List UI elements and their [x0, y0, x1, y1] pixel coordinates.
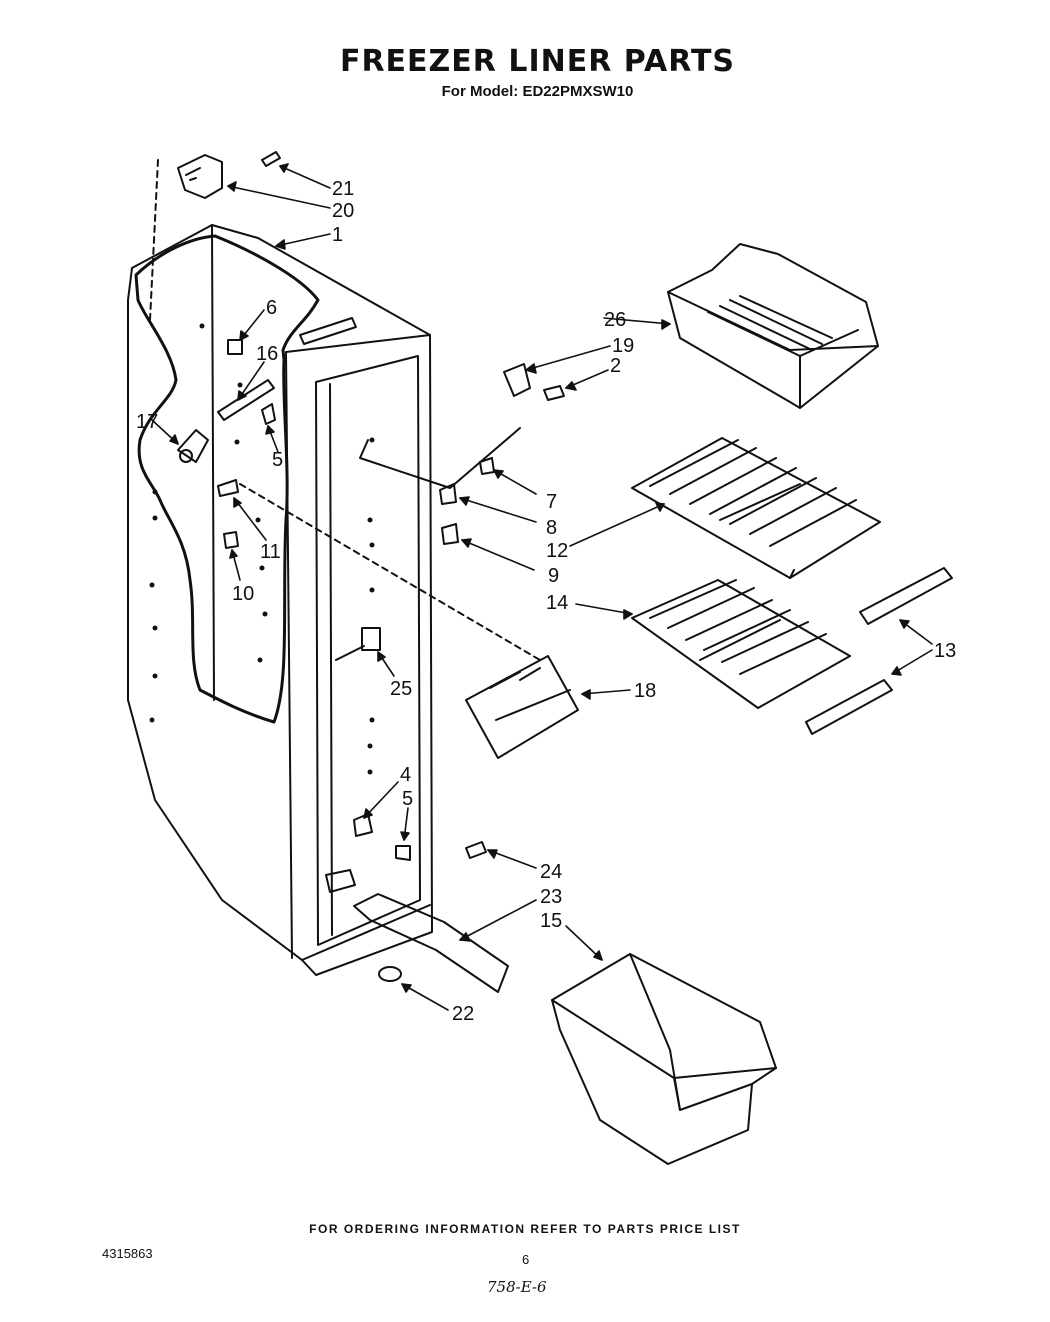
callout-13: 13	[934, 640, 956, 662]
callout-11: 11	[260, 541, 281, 563]
dashed-leader-rails	[239, 483, 541, 661]
callout-5-upper: 5	[272, 449, 283, 471]
callout-15: 15	[540, 910, 562, 932]
callout-leaders	[151, 163, 933, 1011]
screw-part-5-upper	[261, 403, 276, 425]
support-part-7	[479, 457, 495, 475]
freezer-liner	[127, 224, 433, 976]
control-housing-part-20	[177, 154, 223, 199]
screw-part-21	[261, 151, 281, 167]
document-number: 4315863	[102, 1246, 153, 1261]
screw-part-5-lower	[395, 845, 411, 861]
callout-26: 26	[604, 309, 626, 331]
callout-16: 16	[256, 343, 278, 365]
callout-1: 1	[332, 224, 343, 246]
screw-part-11	[217, 479, 239, 497]
callout-5-lower: 5	[402, 788, 413, 810]
bracket-part-17	[177, 429, 209, 463]
bracket-part-25	[361, 627, 381, 651]
bin-part-15	[551, 953, 777, 1165]
callout-7: 7	[546, 491, 557, 513]
page-title: FREEZER LINER PARTS	[339, 44, 736, 79]
callout-2: 2	[610, 355, 621, 377]
ordering-note: FOR ORDERING INFORMATION REFER TO PARTS …	[309, 1222, 741, 1236]
callout-19: 19	[612, 335, 634, 357]
callout-17: 17	[136, 411, 158, 433]
callout-6: 6	[266, 297, 277, 319]
wire-shelf-part-14	[631, 579, 851, 709]
callout-22: 22	[452, 1003, 474, 1025]
callout-24: 24	[540, 861, 562, 883]
model-subtitle: For Model: ED22PMXSW10	[441, 83, 634, 100]
dashed-leader-20	[149, 159, 159, 321]
cap-part-22	[378, 966, 402, 982]
callout-8: 8	[546, 517, 557, 539]
support-part-9	[441, 523, 459, 545]
callout-23: 23	[540, 886, 562, 908]
rail-part-13-upper	[859, 567, 953, 625]
screw-part-24	[465, 841, 487, 859]
rail-part-13-lower	[805, 679, 893, 735]
basket-part-26	[667, 243, 879, 409]
bracket-part-19	[503, 363, 531, 397]
page-number: 6	[522, 1252, 530, 1267]
callout-12: 12	[546, 540, 568, 562]
screw-part-2	[543, 385, 565, 401]
callout-14: 14	[546, 592, 568, 614]
hinge-part-16	[217, 379, 275, 421]
handwritten-code: 758-E-6	[487, 1278, 547, 1296]
support-part-8	[439, 483, 457, 505]
bracket-part-4	[353, 813, 373, 837]
wire-shelf-part-12	[631, 437, 881, 579]
bracket-part-6	[227, 339, 243, 355]
callout-9: 9	[548, 565, 559, 587]
callout-21: 21	[332, 178, 354, 200]
callout-4: 4	[400, 764, 411, 786]
callout-25: 25	[390, 678, 412, 700]
rail-part-23	[353, 893, 509, 993]
bracket-part-18	[465, 655, 579, 759]
callout-labels: 21 20 1 6 16 17 5 11 10 26 19 2 7 8 12 9…	[136, 178, 956, 1025]
callout-20: 20	[332, 200, 354, 222]
clip-part-10	[223, 531, 239, 549]
callout-10: 10	[232, 583, 254, 605]
callout-18: 18	[634, 680, 656, 702]
